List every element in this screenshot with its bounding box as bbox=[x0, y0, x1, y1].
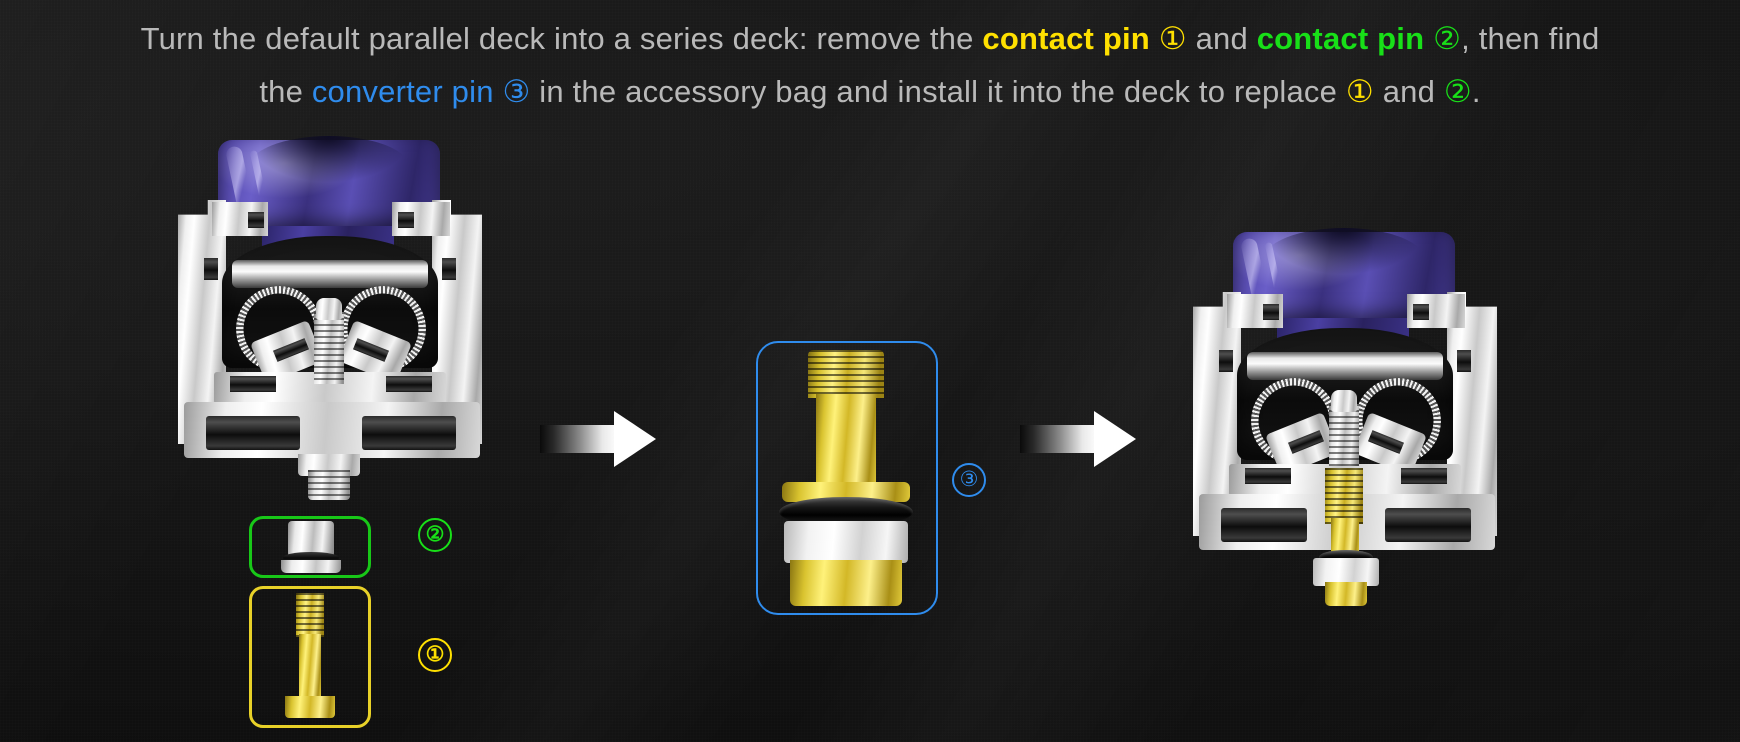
arrow-head bbox=[614, 411, 656, 467]
installed-converter-pin-tip bbox=[1325, 582, 1367, 606]
contact-pin-1-head bbox=[285, 696, 335, 718]
contact-pin-1-callout bbox=[249, 586, 371, 728]
contact-pin-2-callout bbox=[249, 516, 371, 578]
arrow-shaft bbox=[540, 425, 618, 453]
caption-text-part: Turn the default parallel deck into a se… bbox=[140, 21, 983, 56]
badge-converter-pin: ③ bbox=[952, 463, 986, 497]
center-post-cap bbox=[316, 298, 342, 320]
circled-three-icon: ③ bbox=[502, 74, 531, 109]
converter-pin-base bbox=[784, 521, 908, 563]
contact-pin-1-thread bbox=[296, 593, 324, 637]
base-cavity-right bbox=[1385, 508, 1471, 542]
base-cavity-right bbox=[362, 416, 456, 450]
circled-two-icon: ② bbox=[1443, 74, 1472, 109]
drip-tip-saddle bbox=[1263, 228, 1425, 274]
series-deck-diagram bbox=[1185, 228, 1505, 612]
badge-contact-pin-1: ① bbox=[418, 638, 452, 672]
airflow-slot-left bbox=[1219, 350, 1233, 372]
center-post-thread bbox=[1329, 404, 1359, 466]
center-post-thread bbox=[314, 312, 344, 384]
converter-pin-label: converter pin bbox=[311, 74, 503, 109]
contact-pin-1-shaft bbox=[299, 634, 321, 698]
base-cavity-left bbox=[1221, 508, 1307, 542]
caption-text-part: in the accessory bag and install it into… bbox=[530, 74, 1346, 109]
caption-text-part: . bbox=[1471, 74, 1481, 109]
installed-converter-pin-thread bbox=[1325, 468, 1363, 524]
side-screw-right bbox=[386, 376, 432, 392]
contact-pin-2-label: contact pin bbox=[1256, 21, 1434, 56]
contact-pin-1-label: contact pin bbox=[982, 21, 1159, 56]
contact-pin-2-oring bbox=[283, 552, 339, 563]
caption-line-2: the converter pin ③ in the accessory bag… bbox=[14, 65, 1726, 118]
chamber-band bbox=[1247, 352, 1443, 380]
parallel-deck-diagram bbox=[170, 136, 490, 500]
top-cap-notch-right bbox=[398, 212, 414, 228]
base-cavity-left bbox=[206, 416, 300, 450]
arrow-2-icon bbox=[1020, 411, 1140, 467]
installed-converter-pin-shaft bbox=[1331, 518, 1359, 556]
side-screw-right bbox=[1401, 468, 1447, 484]
top-cap-notch-left bbox=[248, 212, 264, 228]
side-screw-left bbox=[1245, 468, 1291, 484]
base-pin-shaft bbox=[308, 470, 350, 500]
contact-pin-2-part bbox=[288, 521, 334, 557]
converter-pin-shaft bbox=[816, 394, 876, 490]
airflow-slot-right bbox=[1457, 350, 1471, 372]
caption-line-1: Turn the default parallel deck into a se… bbox=[14, 12, 1726, 65]
circled-one-icon: ① bbox=[1158, 21, 1187, 56]
caption-text-part: the bbox=[259, 74, 312, 109]
chamber-band bbox=[232, 260, 428, 288]
converter-pin-flange bbox=[782, 482, 910, 502]
airflow-slot-left bbox=[204, 258, 218, 280]
airflow-slot-right bbox=[442, 258, 456, 280]
contact-pin-2-flange bbox=[281, 560, 341, 573]
circled-one-icon: ① bbox=[1345, 74, 1374, 109]
drip-tip-saddle bbox=[248, 136, 410, 182]
center-post-cap bbox=[1331, 390, 1357, 412]
arrow-1-icon bbox=[540, 411, 660, 467]
converter-pin-thread bbox=[808, 350, 884, 398]
caption-text-part: and bbox=[1373, 74, 1444, 109]
badge-contact-pin-2: ② bbox=[418, 518, 452, 552]
top-cap-notch-left bbox=[1263, 304, 1279, 320]
instruction-caption: Turn the default parallel deck into a se… bbox=[0, 12, 1740, 118]
caption-text-part: and bbox=[1186, 21, 1257, 56]
converter-pin-bottom bbox=[790, 560, 902, 606]
installed-converter-pin-base bbox=[1313, 558, 1379, 586]
top-cap-notch-right bbox=[1413, 304, 1429, 320]
arrow-head bbox=[1094, 411, 1136, 467]
arrow-shaft bbox=[1020, 425, 1098, 453]
side-screw-left bbox=[230, 376, 276, 392]
caption-text-part: , then find bbox=[1461, 21, 1600, 56]
converter-pin-callout bbox=[756, 341, 938, 615]
circled-two-icon: ② bbox=[1433, 21, 1462, 56]
